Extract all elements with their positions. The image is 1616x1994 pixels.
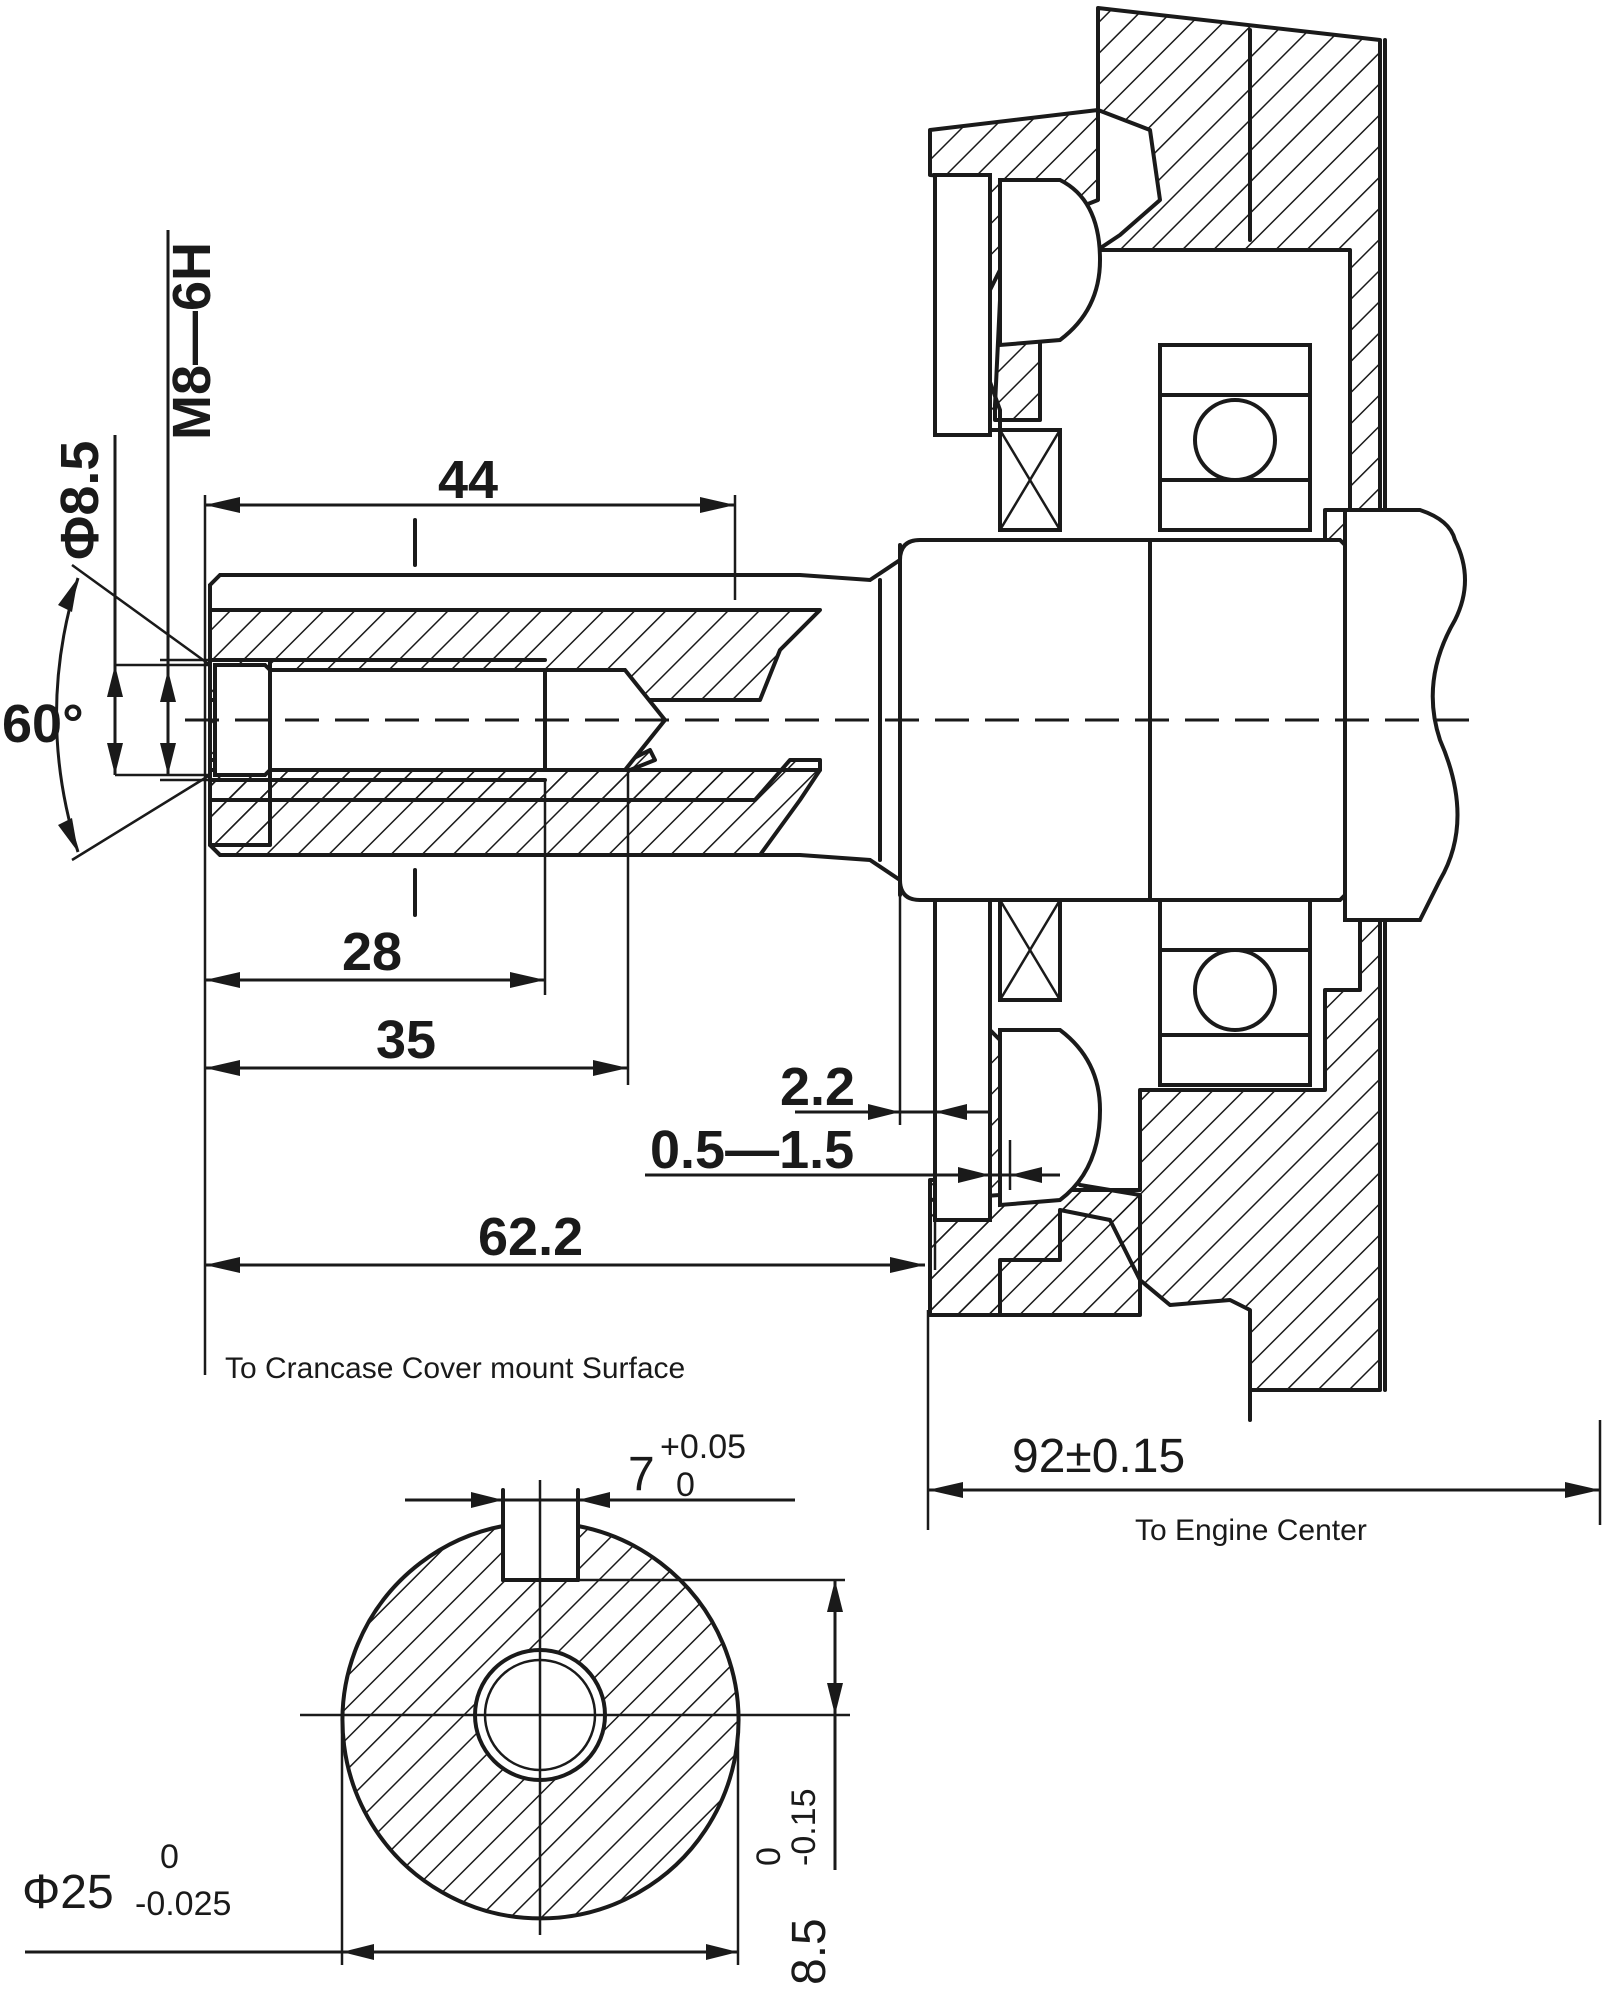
engine-center-dimension-label: 92±0.15 <box>1012 1430 1185 1483</box>
length-35-label: 35 <box>376 1010 436 1070</box>
length-44-label: 44 <box>438 450 498 510</box>
oil-seal-lower <box>933 898 1103 1222</box>
hole-diameter-label: Φ8.5 <box>50 441 110 560</box>
key-depth-lower: -0.15 <box>785 1789 823 1867</box>
length-62-2-label: 62.2 <box>478 1207 583 1267</box>
key-depth-upper: 0 <box>750 1847 788 1866</box>
crankcase-cover-note: To Crancase Cover mount Surface <box>225 1352 685 1385</box>
ball-bearing-upper <box>1158 343 1312 532</box>
oil-seal-upper <box>933 173 1103 532</box>
length-28-label: 28 <box>342 922 402 982</box>
key-width-lower: 0 <box>676 1466 695 1504</box>
dimension-lines-side <box>55 230 1602 1530</box>
thread-label: M8—6H <box>162 242 222 440</box>
shaft-cross-section <box>300 1480 850 1935</box>
shaft-side-view <box>185 508 1475 922</box>
gap-2-2-label: 2.2 <box>780 1057 855 1117</box>
key-depth-nominal: 8.5 <box>783 1918 836 1985</box>
key-width-upper: +0.05 <box>660 1428 746 1466</box>
gap-range-label: 0.5—1.5 <box>650 1120 854 1180</box>
shaft-diameter-lower: -0.025 <box>135 1885 231 1923</box>
engine-center-note: To Engine Center <box>1135 1514 1367 1547</box>
key-width-nominal: 7 <box>628 1448 655 1501</box>
shaft-diameter-nominal: Φ25 <box>22 1866 114 1919</box>
ball-bearing-lower <box>1158 898 1312 1087</box>
shaft-diameter-upper: 0 <box>160 1838 179 1876</box>
side-view-labels: M8—6H Φ8.5 60° 44 28 35 2.2 0.5—1.5 62.2… <box>2 242 1367 1547</box>
angle-label: 60° <box>2 694 84 754</box>
section-view-labels: 7 +0.05 0 Φ25 0 -0.025 8.5 0 -0.15 <box>22 1428 836 1985</box>
dimension-lines-section <box>25 1490 845 1965</box>
